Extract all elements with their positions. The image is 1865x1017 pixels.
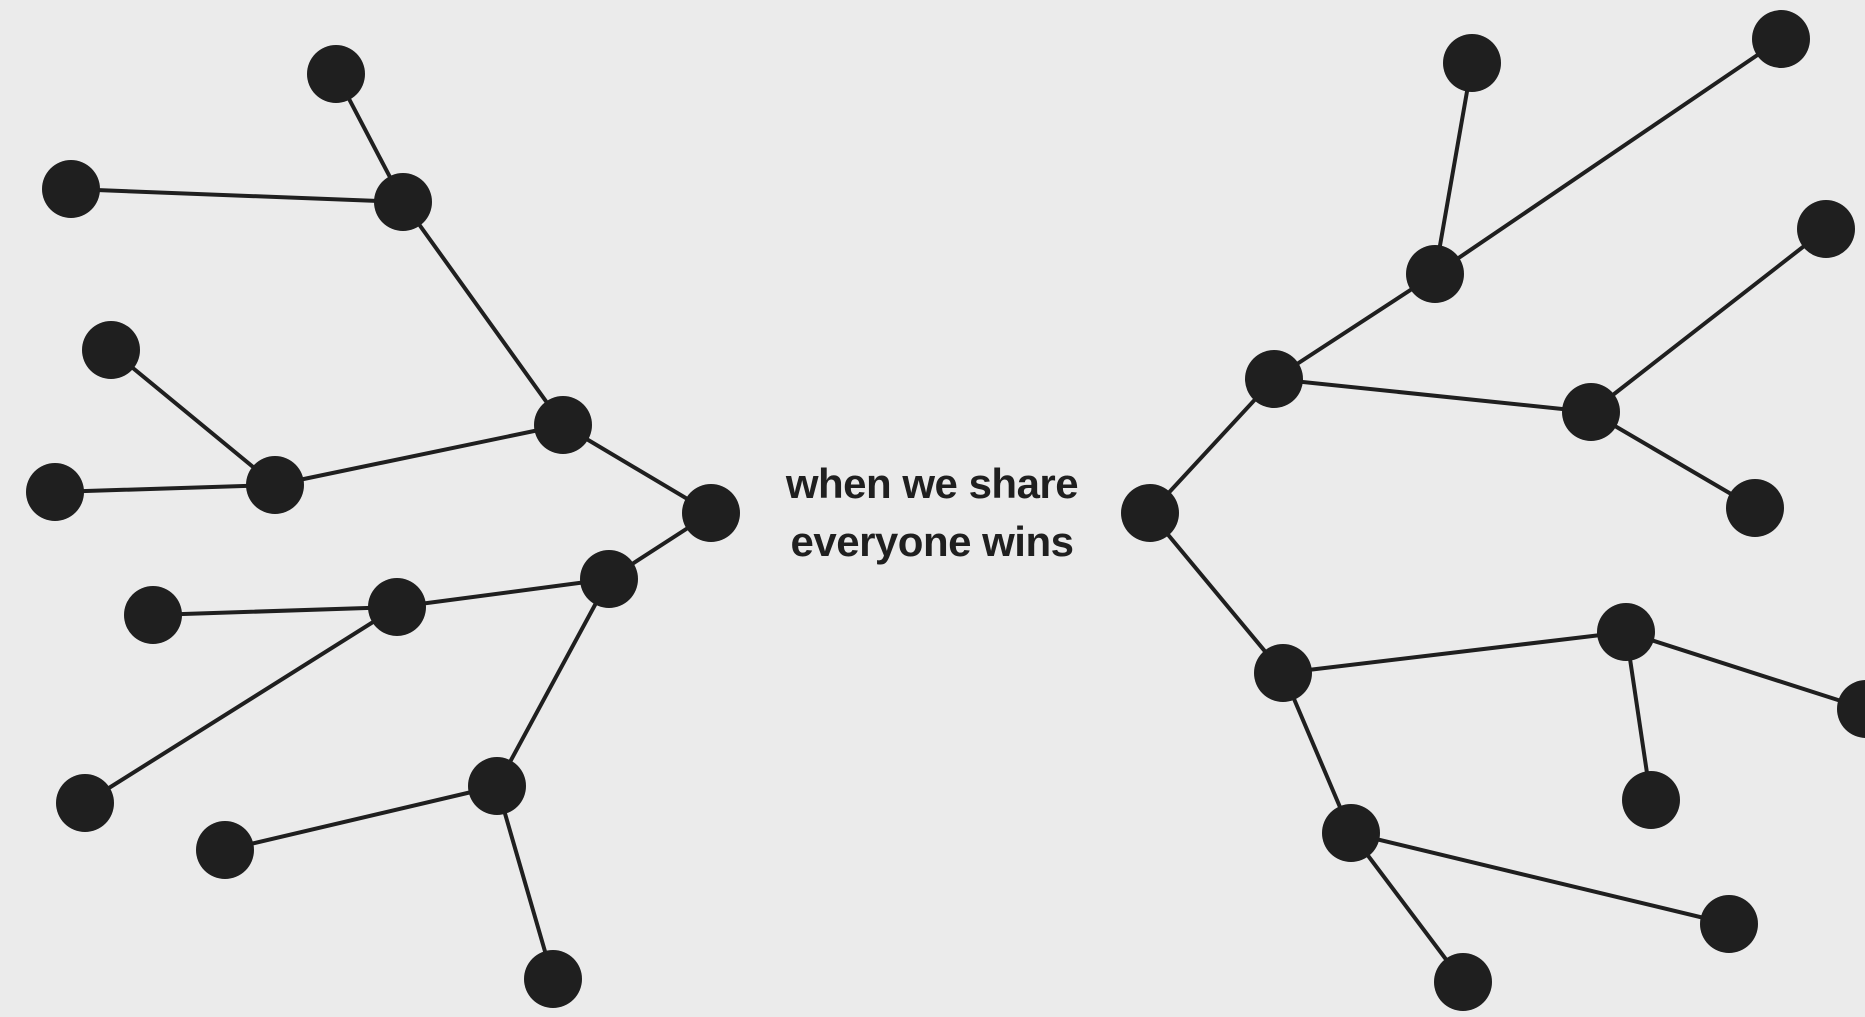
caption: when we share everyone wins <box>772 455 1092 571</box>
left-tree-node-h <box>580 550 638 608</box>
right-tree-node-m <box>1700 895 1758 953</box>
left-tree-node-l <box>468 757 526 815</box>
left-tree-edge-e-f <box>109 348 277 487</box>
right-tree-node-g <box>1726 479 1784 537</box>
left-tree-node-root <box>682 484 740 542</box>
right-tree-edge-a-e <box>1272 377 1593 414</box>
left-tree-node-e <box>246 456 304 514</box>
right-tree-edge-e-f <box>1589 227 1828 414</box>
left-tree-node-i <box>368 578 426 636</box>
right-tree-node-i <box>1597 603 1655 661</box>
right-tree-node-n <box>1434 953 1492 1011</box>
left-tree-edge-a-e <box>273 423 565 487</box>
right-tree-node-j <box>1837 680 1865 738</box>
left-tree-node-c <box>307 45 365 103</box>
left-tree-edge-i-k <box>83 605 399 805</box>
left-tree-node-b <box>374 173 432 231</box>
right-tree-node-b <box>1406 245 1464 303</box>
right-tree-node-d <box>1752 10 1810 68</box>
left-tree-edge-h-i <box>395 577 611 609</box>
right-tree-edge-a-b <box>1272 272 1437 381</box>
right-tree-edge-b-d <box>1433 37 1783 276</box>
caption-line-1: when we share <box>785 460 1079 507</box>
left-tree-node-n <box>524 950 582 1008</box>
right-tree-node-a <box>1245 350 1303 408</box>
caption-line-2: everyone wins <box>790 518 1074 565</box>
right-tree-node-k <box>1622 771 1680 829</box>
right-tree-edge-h-i <box>1281 630 1628 675</box>
right-tree-node-h <box>1254 644 1312 702</box>
right-tree-node-l <box>1322 804 1380 862</box>
left-tree-edge-e-g <box>53 483 277 494</box>
left-tree-edge-b-d <box>69 187 405 204</box>
edges <box>53 37 1865 984</box>
left-tree-edge-a-b <box>401 200 565 427</box>
left-tree-node-a <box>534 396 592 454</box>
left-tree-node-j <box>124 586 182 644</box>
left-tree-node-g <box>26 463 84 521</box>
left-tree-node-m <box>196 821 254 879</box>
left-tree-edge-l-n <box>495 784 555 981</box>
right-tree-edge-b-c <box>1433 61 1474 276</box>
right-tree-node-f <box>1797 200 1855 258</box>
left-tree-edge-l-m <box>223 784 499 852</box>
right-tree-edge-l-m <box>1349 831 1731 926</box>
left-tree-edge-i-j <box>151 605 399 617</box>
left-tree-node-k <box>56 774 114 832</box>
right-tree-edge-l-n <box>1349 831 1465 984</box>
right-tree-node-e <box>1562 383 1620 441</box>
left-tree-node-f <box>82 321 140 379</box>
right-tree-node-root <box>1121 484 1179 542</box>
right-tree-node-c <box>1443 34 1501 92</box>
left-tree-node-d <box>42 160 100 218</box>
right-tree-edge-root-a <box>1148 377 1276 515</box>
nodes <box>26 10 1865 1011</box>
right-tree-edge-i-j <box>1624 630 1865 711</box>
left-tree-edge-h-l <box>495 577 611 788</box>
right-tree-edge-root-h <box>1148 511 1285 675</box>
right-tree-edge-e-g <box>1589 410 1757 510</box>
